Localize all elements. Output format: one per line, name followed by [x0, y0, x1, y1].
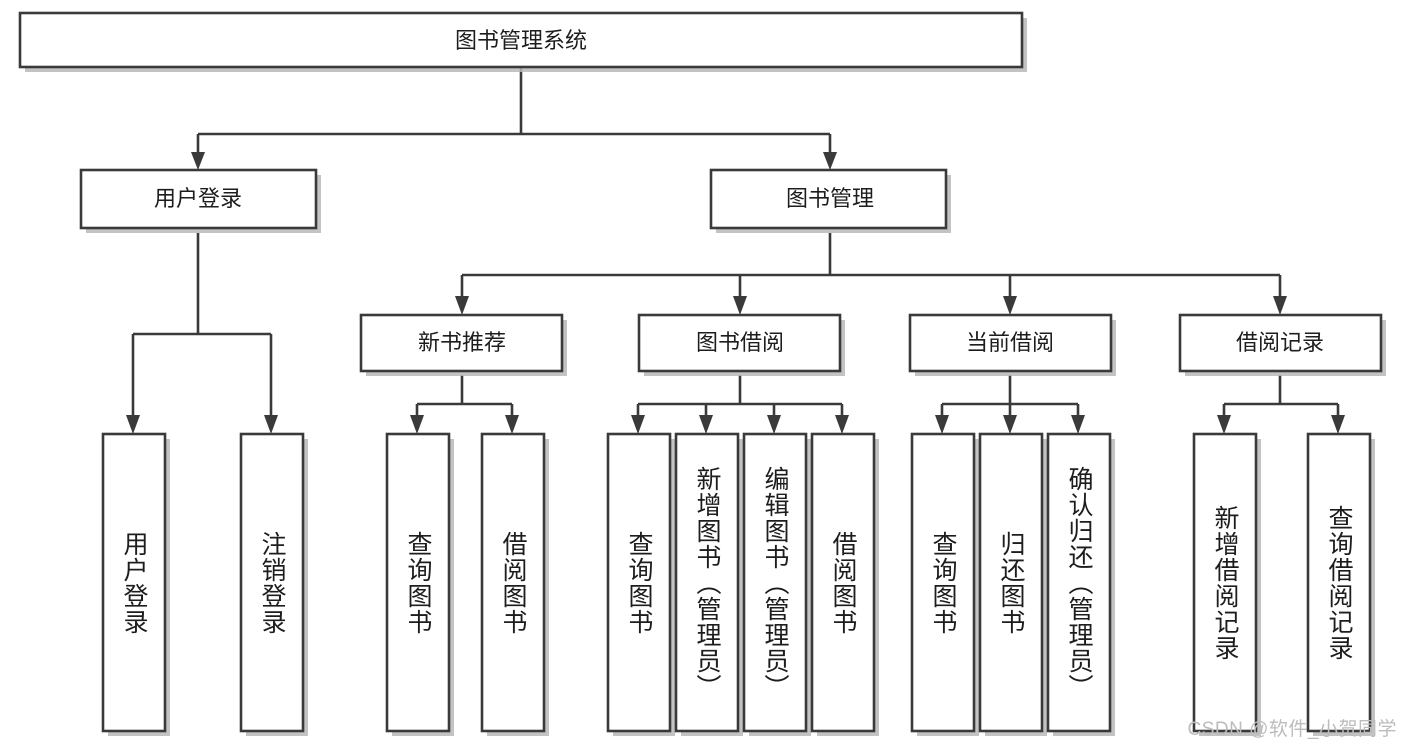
leaf-logout-box[interactable]: [239, 432, 305, 733]
leaf-edit-book-box[interactable]: [742, 432, 808, 733]
arrow-to-leaf-return-book: [1003, 415, 1017, 434]
leaf-query-record-box[interactable]: [1306, 432, 1372, 733]
user-login-node-label: 用户登录: [154, 186, 242, 211]
leaf-add-record-box[interactable]: [1192, 432, 1258, 733]
leaf-confirm-return-box[interactable]: [1046, 432, 1112, 733]
leaf-add-book-box[interactable]: [674, 432, 740, 733]
csdn-watermark: CSDN @软件_小贺同学: [1187, 719, 1397, 740]
leaf-borrow-book-1-box[interactable]: [480, 432, 546, 733]
arrow-to-leaf-query-book-1: [410, 415, 424, 434]
arrow-to-current-borrow: [1003, 296, 1017, 315]
arrow-to-leaf-add-record: [1217, 415, 1231, 434]
root-node-label: 图书管理系统: [455, 28, 587, 53]
arrow-to-leaf-query-book-3: [935, 415, 949, 434]
arrow-to-leaf-confirm-return: [1071, 415, 1085, 434]
leaf-return-book-box[interactable]: [978, 432, 1044, 733]
arrow-to-leaf-query-book-2: [631, 415, 645, 434]
user-login-node-box[interactable]: [79, 168, 318, 230]
borrow-record-node-label: 借阅记录: [1236, 330, 1324, 355]
nodes-group: 图书管理系统 用户登录 图书管理 新书推荐 图书借阅 当前借阅 借阅记录: [18, 11, 1386, 736]
root-node-box[interactable]: [18, 11, 1024, 69]
book-manage-node-box[interactable]: [709, 168, 948, 230]
arrow-to-leaf-borrow-book-2: [835, 415, 849, 434]
arrow-to-user-login: [191, 152, 205, 170]
arrow-to-new-book-rec: [455, 296, 469, 315]
book-manage-node-label: 图书管理: [786, 186, 874, 211]
arrow-to-book-manage: [823, 152, 837, 170]
new-book-rec-node-box[interactable]: [359, 313, 564, 373]
arrow-to-leaf-query-record: [1331, 415, 1345, 434]
leaf-borrow-book-2-box[interactable]: [810, 432, 876, 733]
leaf-user-login-box[interactable]: [101, 432, 167, 733]
current-borrow-node-box[interactable]: [908, 313, 1113, 373]
book-borrow-node-box[interactable]: [637, 313, 842, 373]
arrow-to-leaf-add-book: [699, 415, 713, 434]
arrow-to-leaf-borrow-book-1: [505, 415, 519, 434]
leaf-query-book-2-box[interactable]: [606, 432, 672, 733]
arrow-to-leaf-edit-book: [767, 415, 781, 434]
new-book-rec-node-label: 新书推荐: [418, 330, 506, 355]
arrow-to-leaf-user-login: [126, 415, 140, 434]
leaf-query-book-1-box[interactable]: [385, 432, 451, 733]
current-borrow-node-label: 当前借阅: [966, 330, 1054, 355]
arrow-to-book-borrow: [733, 296, 747, 315]
leaf-query-book-3-box[interactable]: [910, 432, 976, 733]
arrow-to-leaf-logout: [264, 415, 278, 434]
arrow-to-borrow-record: [1273, 296, 1287, 315]
book-borrow-node-label: 图书借阅: [696, 330, 784, 355]
borrow-record-node-box[interactable]: [1178, 313, 1383, 373]
connectors-group: [126, 67, 1345, 434]
